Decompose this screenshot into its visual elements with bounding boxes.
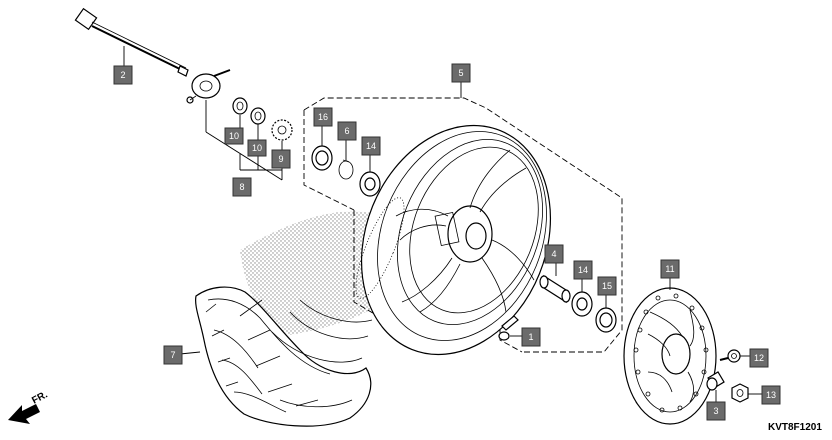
tire[interactable] <box>195 286 373 427</box>
callout-6: 6 <box>337 121 357 141</box>
callout-10b: 10 <box>247 139 267 157</box>
circlip-6[interactable] <box>338 159 354 180</box>
washer-10b[interactable] <box>250 107 266 125</box>
tire-shadow <box>240 211 385 335</box>
speedometer-gearbox[interactable] <box>186 69 231 104</box>
diagram-code: KVT8F1201 <box>768 422 822 433</box>
bearing-14b[interactable] <box>571 291 593 317</box>
axle-nut[interactable] <box>731 383 749 403</box>
bearing-14a[interactable] <box>359 171 381 197</box>
front-wheel[interactable] <box>328 97 583 383</box>
dust-seal-16[interactable] <box>311 145 333 171</box>
callout-3: 3 <box>706 401 726 421</box>
callout-14b: 14 <box>573 260 593 280</box>
svg-text:5: 5 <box>458 68 463 78</box>
washer-10a[interactable] <box>232 97 248 115</box>
callout-14a: 14 <box>361 136 381 156</box>
svg-text:8: 8 <box>239 182 244 192</box>
callout-10a: 10 <box>224 127 244 145</box>
svg-text:13: 13 <box>766 390 776 400</box>
callout-5: 5 <box>451 63 471 83</box>
callout-4: 4 <box>544 244 564 264</box>
disk-bolt[interactable] <box>719 349 741 363</box>
svg-text:9: 9 <box>278 154 283 164</box>
speedometer-gear[interactable] <box>271 119 293 141</box>
assembly-bracket <box>303 97 623 353</box>
callout-11: 11 <box>660 259 680 279</box>
svg-text:2: 2 <box>120 70 125 80</box>
distance-collar[interactable] <box>539 274 571 304</box>
tire-valve[interactable] <box>498 315 519 341</box>
callout-2: 2 <box>113 65 133 85</box>
svg-text:14: 14 <box>366 141 376 151</box>
front-axle[interactable] <box>74 7 189 77</box>
callout-16: 16 <box>313 107 333 127</box>
svg-text:6: 6 <box>344 126 349 136</box>
svg-text:1: 1 <box>528 332 533 342</box>
svg-text:14: 14 <box>578 265 588 275</box>
svg-text:7: 7 <box>170 350 175 360</box>
callout-1: 1 <box>521 327 541 347</box>
callout-12: 12 <box>749 348 769 368</box>
svg-text:11: 11 <box>665 264 674 274</box>
svg-text:3: 3 <box>713 406 718 416</box>
svg-text:4: 4 <box>551 249 556 259</box>
callout-7: 7 <box>163 345 183 365</box>
callout-13: 13 <box>761 385 781 405</box>
svg-text:10: 10 <box>252 143 262 153</box>
callout-8: 8 <box>232 177 252 197</box>
dust-seal-15[interactable] <box>595 307 617 333</box>
side-collar[interactable] <box>706 371 725 391</box>
direction-label: FR. <box>30 389 50 406</box>
brake-disk[interactable] <box>623 287 717 425</box>
callout-15: 15 <box>597 276 617 296</box>
callout-9: 9 <box>271 149 291 169</box>
front-direction-arrow-icon: FR. <box>8 389 50 424</box>
svg-text:12: 12 <box>754 353 764 363</box>
svg-text:15: 15 <box>602 281 612 291</box>
svg-text:10: 10 <box>229 131 239 141</box>
svg-text:16: 16 <box>318 112 328 122</box>
